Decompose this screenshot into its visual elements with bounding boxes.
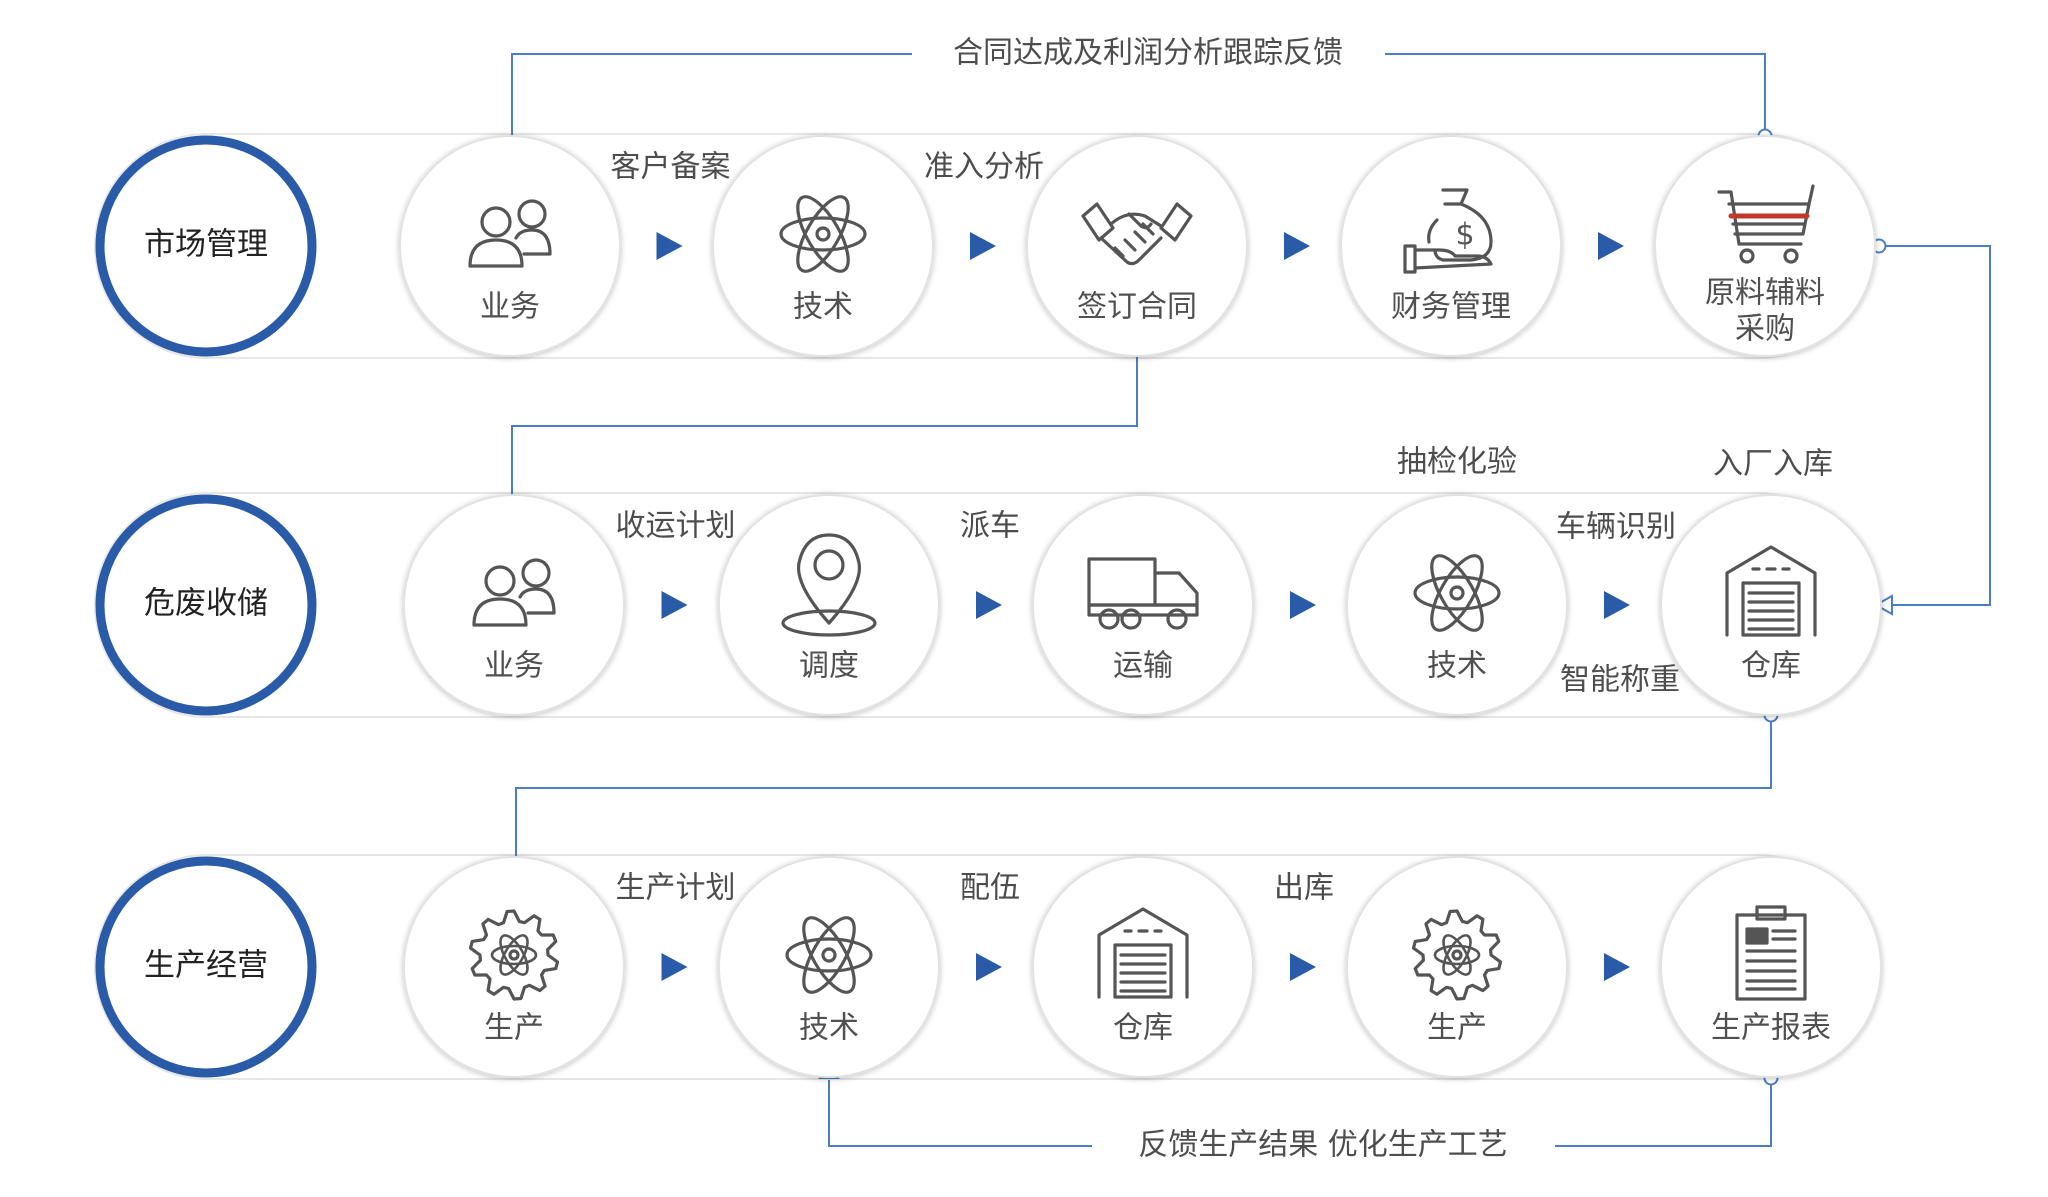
flow-arrow bbox=[976, 953, 1002, 981]
bottom-feedback-line-right bbox=[1555, 1085, 1772, 1147]
bottom-feedback-label: 反馈生产结果 优化生产工艺 bbox=[1138, 1128, 1508, 1163]
process-node[interactable]: $ 财务管理 bbox=[1340, 135, 1562, 357]
bottom-feedback-line-left bbox=[828, 1080, 1092, 1147]
row2-to-row3-line bbox=[515, 722, 1772, 856]
flow-arrow bbox=[976, 591, 1002, 619]
row-title-circle bbox=[95, 494, 317, 716]
cart-icon bbox=[1717, 184, 1815, 264]
node-label: 技术 bbox=[1427, 649, 1487, 684]
node-label: 签订合同 bbox=[1077, 290, 1197, 325]
process-node[interactable]: 仓库 bbox=[1032, 856, 1254, 1078]
row-title: 市场管理 bbox=[144, 227, 268, 263]
atom-icon bbox=[779, 195, 867, 273]
row1-to-row2-line bbox=[511, 356, 1138, 498]
flow-arrow bbox=[1604, 953, 1630, 981]
node-label: 业务 bbox=[484, 649, 544, 684]
row-title-circle bbox=[95, 856, 317, 1078]
atom-icon bbox=[1413, 554, 1501, 632]
process-node[interactable]: 仓库 bbox=[1660, 494, 1882, 716]
process-node[interactable]: 技术 bbox=[718, 856, 940, 1078]
node-label: 生产报表 bbox=[1711, 1011, 1831, 1046]
node-label: 运输 bbox=[1113, 649, 1173, 684]
truck-icon bbox=[1087, 557, 1199, 630]
people-icon bbox=[468, 199, 552, 268]
warehouse-icon bbox=[1097, 907, 1189, 999]
people-icon bbox=[472, 558, 556, 627]
report-icon bbox=[1735, 905, 1807, 1001]
purchase-to-warehouse-line bbox=[1886, 245, 1991, 606]
process-node[interactable]: 调度 bbox=[718, 494, 940, 716]
step-label: 配伍 bbox=[960, 871, 1020, 906]
money-bag-icon: $ bbox=[1403, 188, 1493, 274]
top-feedback-line-right bbox=[1385, 53, 1766, 136]
inbound-label: 入厂入库 bbox=[1713, 447, 1833, 482]
row-title: 生产经营 bbox=[144, 948, 268, 984]
warehouse-icon bbox=[1725, 545, 1817, 637]
inspection-label: 抽检化验 bbox=[1397, 445, 1517, 480]
node-label: 财务管理 bbox=[1391, 290, 1511, 325]
node-label: 原料辅料 bbox=[1705, 276, 1825, 311]
process-node[interactable]: 签订合同 bbox=[1026, 135, 1248, 357]
process-node[interactable]: 技术 bbox=[712, 135, 934, 357]
flow-arrow bbox=[970, 232, 996, 260]
process-node[interactable]: 生产 bbox=[1346, 856, 1568, 1078]
node-label: 仓库 bbox=[1741, 649, 1801, 684]
atom-icon bbox=[785, 916, 873, 994]
step-label: 准入分析 bbox=[924, 150, 1044, 185]
node-label: 技术 bbox=[799, 1011, 859, 1046]
top-feedback-line-left bbox=[511, 53, 912, 140]
step-label: 生产计划 bbox=[616, 871, 736, 906]
map-pin-icon bbox=[781, 533, 877, 637]
process-node[interactable]: 业务 bbox=[399, 135, 621, 357]
process-node[interactable]: 生产报表 bbox=[1660, 856, 1882, 1078]
step-label: 收运计划 bbox=[616, 509, 736, 544]
flow-arrow bbox=[1598, 232, 1624, 260]
row-title-circle bbox=[95, 135, 317, 357]
warehouse-entry-arrowhead bbox=[1873, 594, 1893, 616]
flow-arrow bbox=[1290, 953, 1316, 981]
gear-icon bbox=[1411, 909, 1503, 1001]
handshake-icon bbox=[1081, 202, 1193, 266]
node-label: 生产 bbox=[1427, 1011, 1487, 1046]
node-label: 业务 bbox=[480, 290, 540, 325]
step-label: 派车 bbox=[960, 509, 1020, 544]
svg-text:$: $ bbox=[1455, 218, 1474, 253]
process-node[interactable]: 技术 bbox=[1346, 494, 1568, 716]
flow-arrow bbox=[661, 953, 688, 981]
step-label: 出库 bbox=[1274, 871, 1334, 906]
flow-arrow bbox=[1284, 232, 1310, 260]
smart-weighing-label: 智能称重 bbox=[1560, 663, 1680, 698]
vehicle-id-label: 车辆识别 bbox=[1556, 510, 1676, 545]
top-feedback-label: 合同达成及利润分析跟踪反馈 bbox=[953, 36, 1343, 71]
flow-arrow bbox=[656, 232, 683, 260]
node-label: 采购 bbox=[1735, 312, 1795, 347]
row-title: 危废收储 bbox=[144, 586, 268, 622]
node-label: 调度 bbox=[799, 649, 859, 684]
flow-arrow bbox=[1604, 591, 1630, 619]
process-node[interactable]: 生产 bbox=[403, 856, 625, 1078]
flow-arrow bbox=[661, 591, 688, 619]
node-label: 仓库 bbox=[1113, 1011, 1173, 1046]
flow-arrow bbox=[1290, 591, 1316, 619]
process-node[interactable]: 业务 bbox=[403, 494, 625, 716]
gear-icon bbox=[468, 909, 560, 1001]
node-label: 技术 bbox=[793, 290, 853, 325]
node-label: 生产 bbox=[484, 1011, 544, 1046]
step-label: 客户备案 bbox=[611, 150, 731, 185]
process-node[interactable]: 运输 bbox=[1032, 494, 1254, 716]
